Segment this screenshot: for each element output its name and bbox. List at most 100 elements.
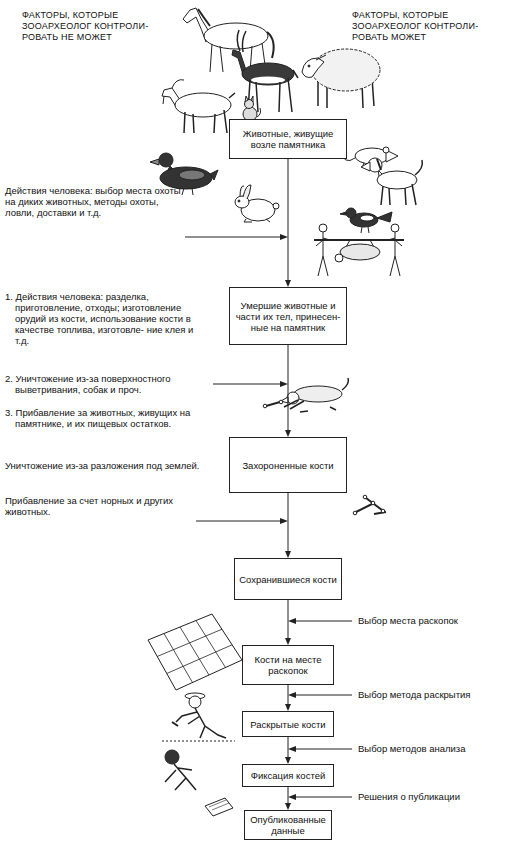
dog-drawing <box>361 162 370 171</box>
cat-drawing <box>257 108 261 117</box>
annotation-text: 1. Действия человека: разделка, приготов… <box>5 291 210 346</box>
leader-arrow <box>213 384 281 385</box>
leader-arrow <box>288 794 296 800</box>
dog-drawing <box>377 159 381 170</box>
box-text: Раскрытые кости <box>250 719 325 730</box>
flow-arrow <box>285 737 291 764</box>
excavator-drawing <box>165 764 196 790</box>
hunters-drawing <box>316 232 330 276</box>
flow-arrow <box>285 787 291 810</box>
arrow-head <box>285 757 291 764</box>
bird-drawing <box>346 208 356 218</box>
bird-drawing <box>360 215 374 221</box>
rabbit-drawing <box>240 185 251 199</box>
flow-line <box>288 345 289 431</box>
rabbit-drawing <box>273 203 279 209</box>
excavator-drawing <box>162 693 235 790</box>
sheep-drawing <box>302 49 380 108</box>
flow-line <box>288 737 289 758</box>
cat-drawing <box>245 96 248 102</box>
annotation-text: Выбор метода раскрытия <box>358 689 518 700</box>
sheep-drawing <box>312 49 380 91</box>
rabbit-drawing <box>238 200 240 202</box>
antelope-drawing <box>237 30 246 52</box>
process-box: Кости на месте раскопок <box>242 645 334 685</box>
sheep-drawing <box>316 55 326 60</box>
arrow-head <box>285 803 291 810</box>
leader-arrow <box>295 695 352 696</box>
flow-arrow <box>285 159 291 287</box>
annotation-text: Решения о публикации <box>358 791 518 802</box>
duck-drawing <box>179 170 205 180</box>
excavator-drawing <box>172 722 178 726</box>
flow-line <box>288 600 289 639</box>
hunters-drawing <box>388 232 402 276</box>
horse-drawing <box>183 8 274 72</box>
duck-drawing <box>150 159 159 165</box>
book-drawing <box>205 798 233 816</box>
dog-drawing <box>361 158 422 205</box>
annotation-text: 3. Прибавление за животных, живущих на п… <box>5 407 223 429</box>
dog-bone-drawing <box>279 400 283 404</box>
box-text: Опубликованные данные <box>249 814 327 836</box>
goat-drawing <box>162 80 235 133</box>
flow-line <box>288 787 289 804</box>
bones-drawing <box>371 501 375 505</box>
dog-bone-drawing <box>263 378 348 412</box>
duck-drawing <box>210 170 218 180</box>
flow-line <box>288 493 289 552</box>
arrow-head <box>285 704 291 711</box>
box-text: Сохранившиеся кости <box>239 574 337 585</box>
duck-drawing <box>159 153 173 167</box>
bird-drawing <box>340 208 392 233</box>
annotation-text: 2. Уничтожение из-за поверхностного выве… <box>5 373 215 395</box>
leader-arrow <box>185 234 352 800</box>
arrow-head <box>285 551 291 558</box>
box-text: Захороненные кости <box>242 460 333 471</box>
excavator-drawing <box>162 741 235 742</box>
bones-drawing <box>353 511 357 515</box>
dog-bone-drawing <box>266 402 280 406</box>
flow-arrow <box>285 600 291 645</box>
flow-line <box>288 685 289 705</box>
bird-drawing <box>361 227 369 233</box>
dog-bone-drawing <box>284 378 348 409</box>
rabbit-drawing <box>235 185 279 222</box>
bones-drawing <box>363 495 367 499</box>
leader-arrow <box>295 797 352 798</box>
annotation-text: Выбор места раскопок <box>358 615 518 626</box>
column-heading: ФАКТОРЫ, КОТОРЫЕ ЗООАРХЕОЛОГ КОНТРОЛИ- Р… <box>22 10 187 43</box>
flow-arrow <box>285 685 291 711</box>
flow-line <box>288 159 289 281</box>
bird-drawing <box>340 212 346 215</box>
rabbit-drawing <box>244 219 270 222</box>
antelope-drawing <box>232 30 298 112</box>
book-drawing <box>209 800 229 810</box>
goat-drawing <box>175 93 231 117</box>
excavation-grid <box>148 614 242 690</box>
process-box: Умершие животные и части их тел, принесе… <box>229 287 347 345</box>
sheep-drawing <box>302 58 324 77</box>
leader-arrow <box>295 621 352 622</box>
horse-drawing <box>198 9 210 26</box>
process-box: Раскрытые кости <box>242 711 334 737</box>
bones-drawing <box>381 509 385 513</box>
leader-arrow <box>280 234 288 240</box>
bones-drawing <box>353 495 386 515</box>
annotation-text: Прибавление за счет норных и других живо… <box>5 495 190 517</box>
sheep-drawing <box>308 65 310 67</box>
book-drawing <box>205 798 233 816</box>
antelope-drawing <box>293 70 298 78</box>
annotation-text: Действия человека: выбор места охоты на … <box>5 185 190 218</box>
arrow-head <box>285 638 291 645</box>
leader-arrow <box>280 518 288 524</box>
hunters-drawing <box>314 224 404 276</box>
antelope-drawing <box>248 78 292 112</box>
goat-drawing <box>184 93 235 133</box>
dog-bone-drawing <box>300 407 336 412</box>
leader-arrow <box>185 237 281 238</box>
process-box: Опубликованные данные <box>244 810 332 840</box>
box-text: Умершие животные и части их тел, принесе… <box>234 300 342 333</box>
